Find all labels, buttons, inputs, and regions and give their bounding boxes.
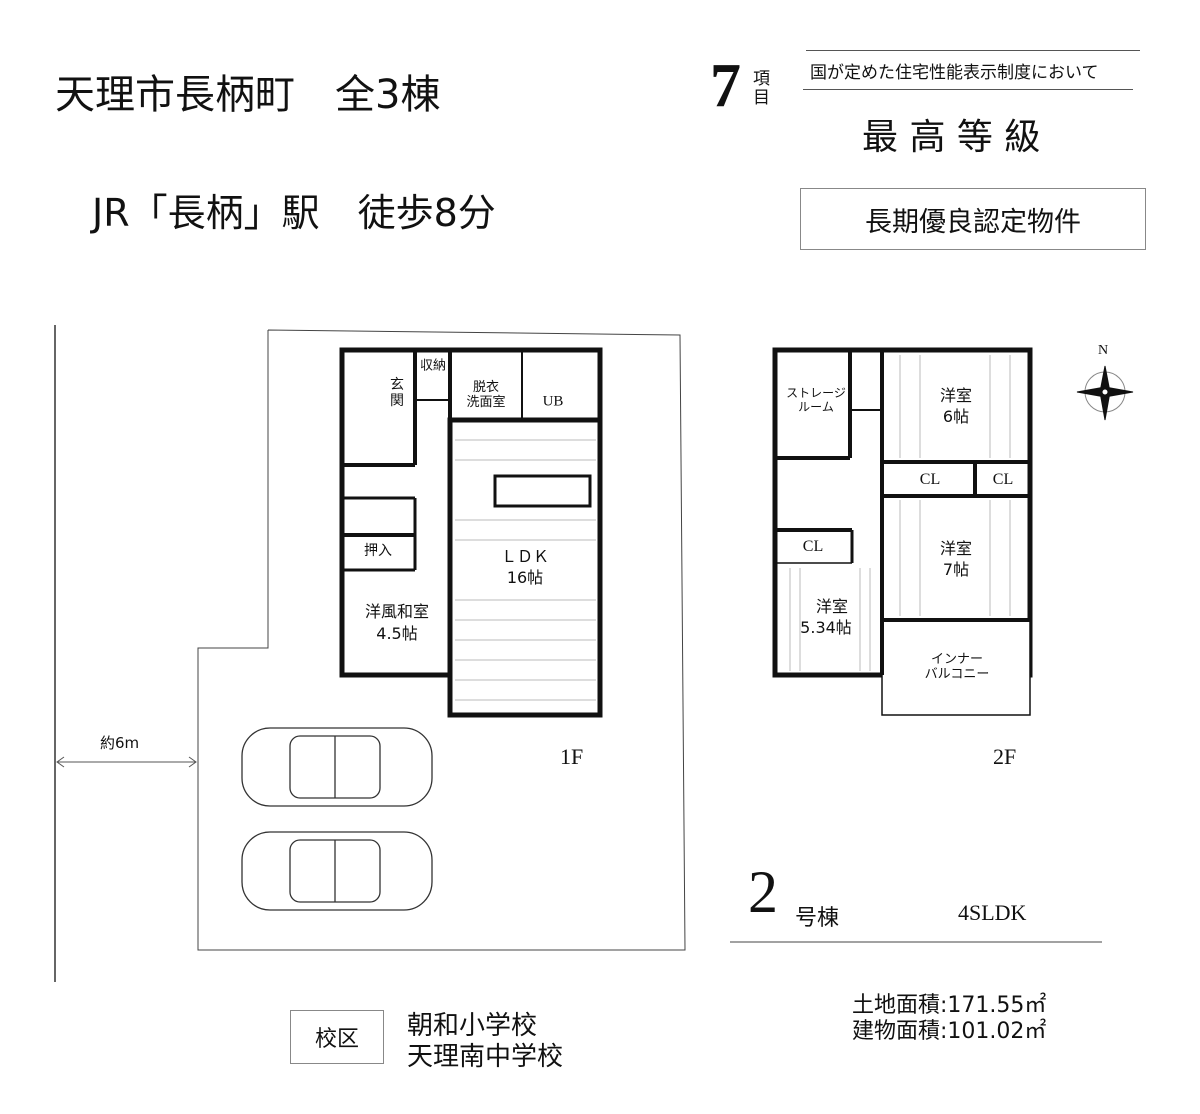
room-b-size: 7帖 <box>942 559 970 579</box>
floor2-flooring <box>789 355 1011 671</box>
room-closet: 押入 <box>364 542 392 559</box>
room-a: 洋室 <box>939 385 973 405</box>
arrow-right-icon <box>188 756 197 768</box>
compass-north-label: N <box>1098 343 1109 358</box>
junior-high-school: 天理南中学校 <box>407 1042 564 1072</box>
page-title: 天理市長柄町 全3棟 <box>55 72 441 118</box>
divider <box>806 50 1140 51</box>
room-japanese-size: 4.5帖 <box>376 623 418 643</box>
room-a-size: 6帖 <box>942 406 970 426</box>
arrow-left-icon <box>56 756 65 768</box>
items-unit: 項目 <box>753 69 770 108</box>
compass-icon <box>1076 365 1134 421</box>
room-c: 洋室 <box>815 596 849 616</box>
room-c-size: 5.34帖 <box>800 617 852 637</box>
school-district-label: 校区 <box>290 1010 384 1064</box>
elementary-school: 朝和小学校 <box>407 1011 538 1041</box>
floor2-label: 2F <box>993 744 1017 769</box>
closet-3: CL <box>802 537 824 555</box>
room-storage: 収納 <box>419 358 447 374</box>
certification-badge: 長期優良認定物件 <box>800 188 1146 250</box>
layout-type: 4SLDK <box>958 900 1027 925</box>
land-area: 土地面積:171.55㎡ <box>852 993 1047 1018</box>
room-storage-room: ストレージ ルーム <box>786 386 846 414</box>
inner-balcony: インナー バルコニー <box>924 652 990 682</box>
room-washroom: 脱衣 洗面室 <box>466 380 506 410</box>
station-access: JR「長柄」駅 徒歩8分 <box>92 191 496 235</box>
car-icon <box>241 727 433 807</box>
floor2-plan <box>772 347 1033 716</box>
room-bath: UB <box>542 393 564 410</box>
divider <box>803 89 1133 90</box>
car-icon <box>241 831 433 911</box>
unit-suffix: 号棟 <box>795 906 840 931</box>
building-area: 建物面積:101.02㎡ <box>852 1019 1047 1044</box>
lot-boundary <box>197 329 686 951</box>
room-b: 洋室 <box>939 538 973 558</box>
unit-number: 2 <box>748 859 778 925</box>
room-ldk: ＬＤＫ <box>500 546 550 566</box>
road-width-label: 約6m <box>100 734 140 752</box>
closet-2: CL <box>992 470 1014 488</box>
room-ldk-size: 16帖 <box>506 567 544 587</box>
floor1-label: 1F <box>560 744 584 769</box>
room-entrance: 玄関 <box>390 376 404 409</box>
room-japanese: 洋風和室 <box>364 601 430 621</box>
performance-note: 国が定めた住宅性能表示制度において <box>810 63 1099 83</box>
floor1-flooring <box>455 439 596 701</box>
closet-1: CL <box>919 470 941 488</box>
floor1-plan <box>339 347 603 718</box>
items-count: 7 <box>710 52 741 120</box>
grade-text: 最 高 等 級 <box>862 117 1041 158</box>
